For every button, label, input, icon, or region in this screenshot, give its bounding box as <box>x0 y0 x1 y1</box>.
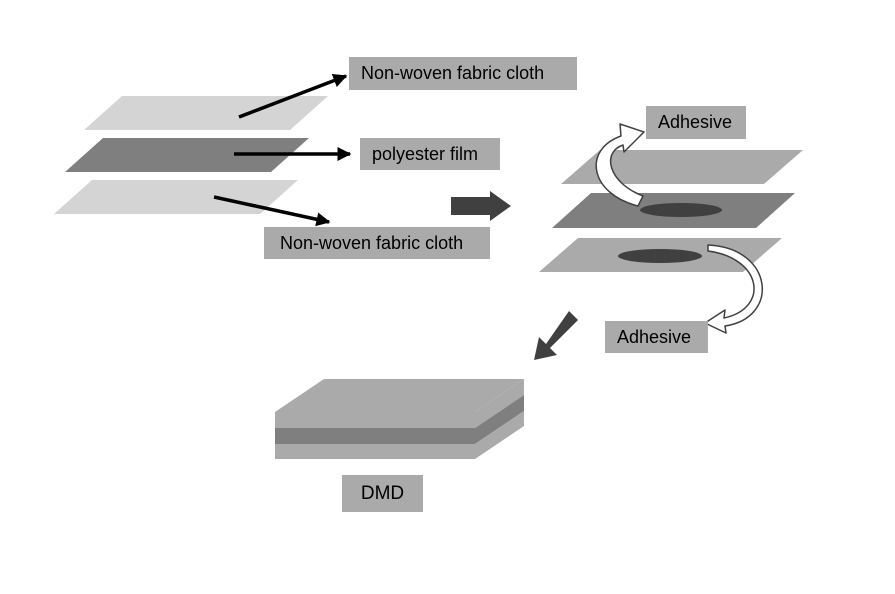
adhesive-spot-bottom <box>618 249 702 263</box>
label-product: DMD <box>342 475 423 512</box>
adhesive-spot-top <box>640 203 722 217</box>
label-adhesive-bottom: Adhesive <box>605 321 708 353</box>
product-front-middle <box>275 428 475 444</box>
product-front-lower <box>275 444 475 459</box>
label-adhesive-top: Adhesive <box>646 106 746 139</box>
bottom-fabric-layer <box>54 180 298 214</box>
product-side-middle <box>475 395 524 444</box>
product-top-face <box>275 379 524 412</box>
bottom-fabric-leader <box>213 195 331 227</box>
label-polyester-film: polyester film <box>360 138 500 170</box>
product-side-lower <box>475 411 524 459</box>
film-layer <box>65 138 309 172</box>
product-side-upper <box>475 379 524 428</box>
product-front-upper <box>275 412 475 428</box>
label-bottom-fabric: Non-woven fabric cloth <box>264 227 490 259</box>
process-arrow-right <box>451 191 511 221</box>
top-fabric-layer <box>84 96 328 130</box>
adhesive-bottom-curved-arrow <box>704 244 763 334</box>
adhesive-top-curved-arrow <box>595 123 645 207</box>
adhesive-top-fabric-layer <box>561 150 803 184</box>
process-arrow-diagonal <box>534 311 578 360</box>
top-fabric-leader <box>238 73 348 119</box>
label-top-fabric: Non-woven fabric cloth <box>349 57 577 90</box>
